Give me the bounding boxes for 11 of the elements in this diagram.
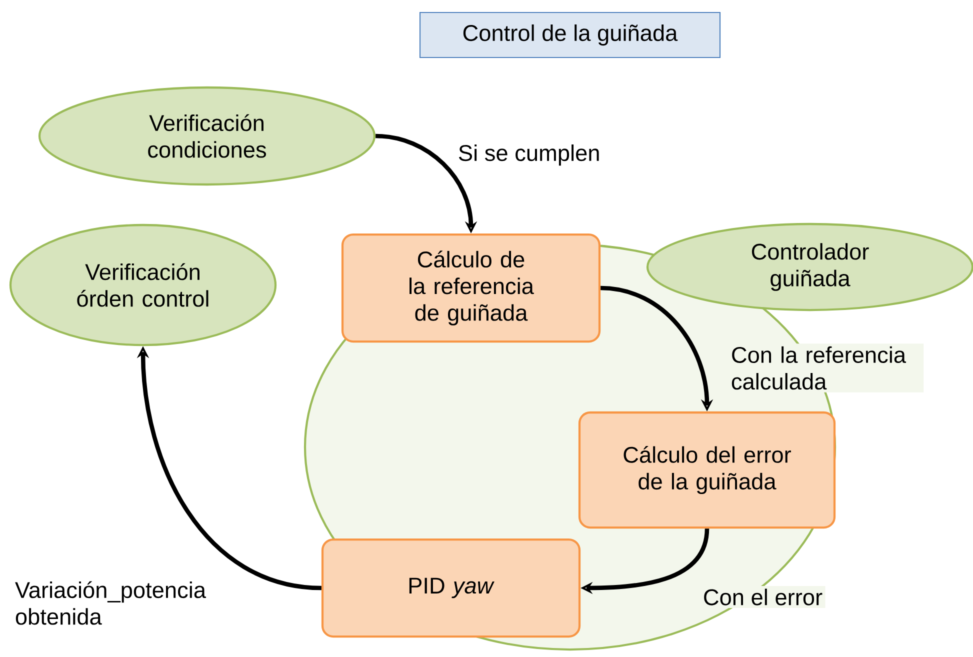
ellipse-node: Verificación condiciones [38,86,376,186]
ellipse-node: Verificación órden control [9,224,277,346]
edge-label: Variación_potencia obtenida [15,581,206,625]
edge-label: Si se cumplen [458,144,599,166]
process-box: Cálculo del error de la guiñada [578,411,836,529]
process-box: Cálculo de la referencia de guiñada [341,233,601,343]
edge-label: Con la referencia calculada [732,346,906,390]
ellipse-node: Controlador guiñada [646,222,973,312]
edge-label: Con el error [704,588,822,606]
title-box: Control de la guiñada [419,12,721,58]
process-box: PID yaw [321,538,581,638]
